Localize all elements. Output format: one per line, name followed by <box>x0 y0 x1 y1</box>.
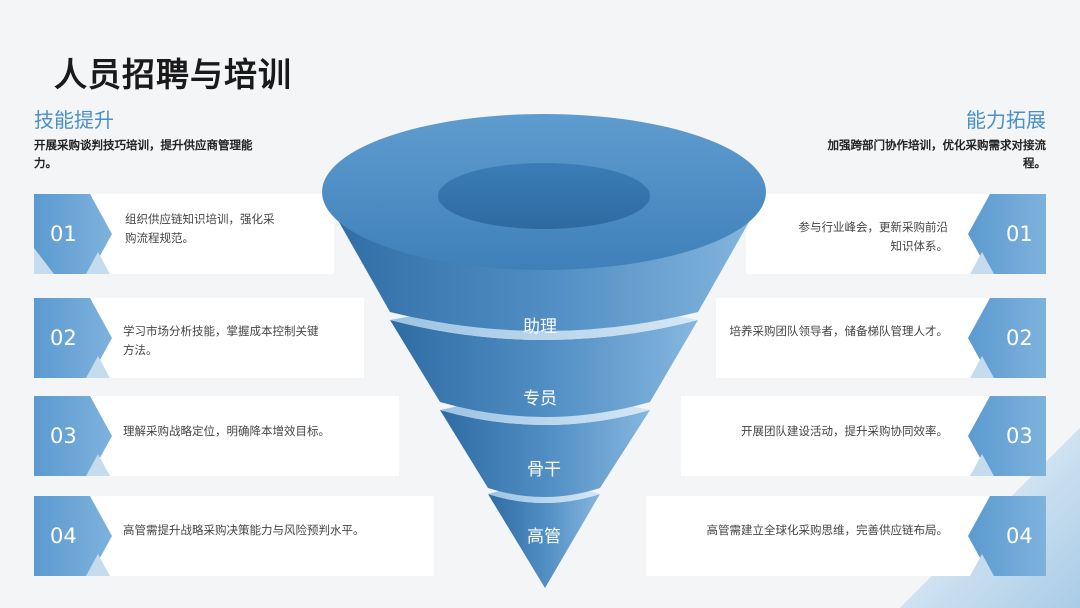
funnel-label-2: 专员 <box>523 389 557 409</box>
left-number-block-4 <box>34 496 112 576</box>
right-number-blocks <box>968 194 1046 576</box>
right-num-2: 02 <box>1006 326 1033 350</box>
right-number-block-1 <box>968 194 1046 274</box>
left-section-title: 技能提升 <box>34 108 114 132</box>
left-num-1: 01 <box>50 222 77 246</box>
funnel-body <box>322 114 766 588</box>
right-number-block-4 <box>968 496 1046 576</box>
left-num-2: 02 <box>50 326 77 350</box>
left-num-3: 03 <box>50 424 77 448</box>
right-num-1: 01 <box>1006 222 1033 246</box>
right-card-text-1: 参与行业峰会，更新采购前沿知识体系。 <box>798 220 949 253</box>
funnel-tier-3 <box>440 410 650 497</box>
left-section-desc: 开展采购谈判技巧培训，提升供应商管理能力。 <box>34 138 253 170</box>
right-number-block-3 <box>968 396 1046 476</box>
funnel-label-1: 助理 <box>523 317 557 337</box>
right-section-desc: 加强跨部门协作培训，优化采购需求对接流程。 <box>827 138 1047 170</box>
right-number-block-2 <box>968 298 1046 378</box>
funnel-label-4: 高管 <box>527 527 561 547</box>
left-number-blocks <box>34 194 112 576</box>
left-card-text-4: 高管需提升战略采购决策能力与风险预判水平。 <box>123 523 365 537</box>
left-card-text-3: 理解采购战略定位，明确降本增效目标。 <box>123 424 330 438</box>
funnel-tier-4 <box>488 494 600 588</box>
left-num-4: 04 <box>50 524 77 548</box>
left-card-text-1: 组织供应链知识培训，强化采购流程规范。 <box>125 212 275 245</box>
funnel-tier-2 <box>390 320 698 417</box>
right-card-text-2: 培养采购团队领导者，储备梯队管理人才。 <box>729 324 949 338</box>
funnel-label-3: 骨干 <box>527 460 561 480</box>
left-number-block-2 <box>34 298 112 378</box>
right-section-title: 能力拓展 <box>966 108 1046 132</box>
right-num-3: 03 <box>1006 424 1033 448</box>
right-card-text-3: 开展团队建设活动，提升采购协同效率。 <box>741 424 948 438</box>
funnel-opening <box>438 163 650 229</box>
right-num-4: 04 <box>1006 524 1033 548</box>
right-card-text-4: 高管需建立全球化采购思维，完善供应链布局。 <box>706 523 949 537</box>
page-title: 人员招聘与培训 <box>54 55 292 94</box>
left-number-block-1 <box>34 194 112 274</box>
left-number-block-3 <box>34 396 112 476</box>
left-card-text-2: 学习市场分析技能，掌握成本控制关键方法。 <box>123 324 319 357</box>
